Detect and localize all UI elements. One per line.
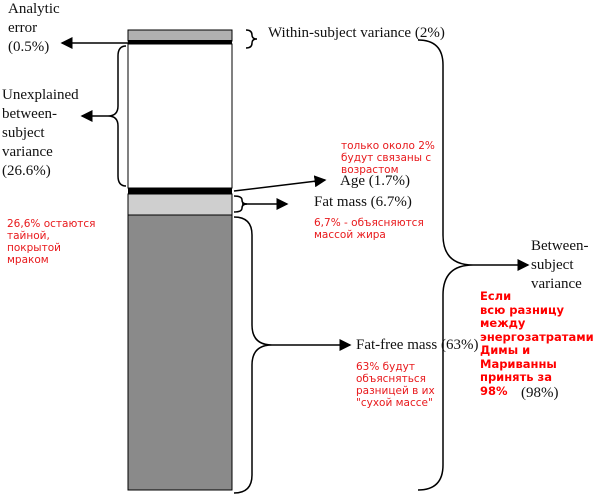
fatfree-brace bbox=[233, 216, 273, 494]
unexplained-label: Unexplained between- subject variance (2… bbox=[2, 86, 79, 181]
age-label: Age (1.7%) bbox=[340, 173, 410, 189]
line: энергозатратами bbox=[480, 329, 594, 344]
line: 98% bbox=[480, 383, 508, 398]
age-segment bbox=[128, 188, 232, 194]
fat-mass-segment bbox=[127, 193, 233, 216]
unexplained-note: 26,6% остаются тайной, покрытой мраком bbox=[7, 218, 96, 266]
line: только около 2% bbox=[341, 140, 435, 152]
line: "сухой массе" bbox=[356, 397, 433, 409]
line: Мариванны bbox=[480, 356, 557, 371]
unexplained-brace bbox=[107, 45, 127, 187]
line: объясняться bbox=[356, 373, 426, 385]
line: (0.5%) bbox=[8, 39, 50, 55]
line: Если bbox=[480, 289, 512, 303]
fat-free-note: 63% будут объясняться разницей в их "сух… bbox=[356, 361, 435, 409]
line: Димы и bbox=[480, 343, 531, 357]
line: 63% будут bbox=[356, 361, 415, 373]
between-subject-label: Between- subject variance bbox=[531, 237, 588, 294]
line: 6,7% - объясняются bbox=[314, 217, 424, 229]
fat-free-mass-label: Fat-free mass (63%) bbox=[356, 337, 479, 353]
line: variance bbox=[2, 144, 53, 160]
between-pct-label: (98%) bbox=[521, 385, 559, 401]
between-note: Если всю разницу между энергозатратами Д… bbox=[480, 289, 594, 398]
fat-brace bbox=[233, 195, 248, 213]
line: массой жира bbox=[314, 229, 386, 241]
between-brace bbox=[417, 39, 474, 491]
within-subject-line bbox=[128, 40, 232, 44]
line: между bbox=[480, 316, 526, 330]
fat-free-mass-segment bbox=[127, 214, 233, 491]
line: мраком bbox=[7, 254, 49, 266]
line: subject bbox=[531, 257, 574, 273]
age-arrow bbox=[233, 175, 327, 192]
line: between- bbox=[2, 106, 57, 122]
line: (26.6%) bbox=[2, 163, 51, 179]
line: variance bbox=[531, 276, 582, 292]
line: subject bbox=[2, 125, 45, 141]
line: Analytic bbox=[8, 1, 60, 17]
line: error bbox=[8, 20, 38, 36]
line: Between- bbox=[531, 238, 589, 254]
line: принять за bbox=[480, 370, 552, 384]
within-subject-label: Within-subject variance (2%) bbox=[268, 25, 445, 41]
line: покрытой bbox=[7, 242, 61, 254]
fat-mass-label: Fat mass (6.7%) bbox=[314, 194, 412, 210]
line: всю разницу bbox=[480, 302, 564, 317]
line: Unexplained bbox=[2, 87, 79, 103]
within-brace bbox=[245, 29, 258, 49]
age-note: только около 2% будут связаны с возрасто… bbox=[341, 140, 435, 176]
line: разницей в их bbox=[356, 385, 435, 397]
fat-mass-note: 6,7% - объясняются массой жира bbox=[314, 217, 424, 241]
analytic-error-label: Analytic error (0.5%) bbox=[8, 0, 60, 57]
line: 26,6% остаются bbox=[7, 218, 96, 230]
line: возрастом bbox=[341, 164, 399, 176]
unexplained-segment bbox=[127, 43, 233, 189]
line: тайной, bbox=[7, 230, 50, 242]
analytic-error-segment bbox=[127, 29, 233, 42]
line: будут связаны с bbox=[341, 152, 432, 164]
